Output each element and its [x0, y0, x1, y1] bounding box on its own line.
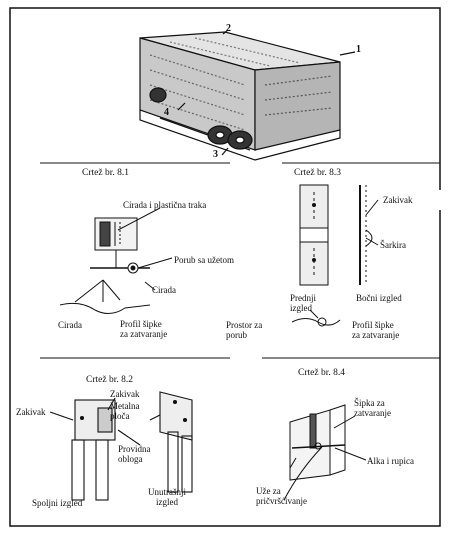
fig-8-3-label-zakivak: Zakivak — [383, 195, 413, 205]
fig-8-1-label-porub: Porub sa užetom — [174, 255, 234, 265]
fig-8-2-label-providna: Providna obloga — [118, 444, 151, 464]
fig-8-4-caption: Crtež br. 8.4 — [298, 368, 345, 378]
fig-8-3-label-sarkira: Šarkira — [380, 240, 406, 250]
fig-8-2-label-zakivak-top: Zakivak — [110, 389, 140, 399]
fig-8-3-label-prostor: Prostor za porub — [226, 320, 263, 340]
fig-8-2-label-spoljni: Spoljni izgled — [32, 498, 83, 508]
fig-8-4-label-alka: Alka i rupica — [367, 456, 414, 466]
fig-8-2-caption: Crtež br. 8.2 — [86, 375, 133, 385]
fig-8-3-caption: Crtež br. 8.3 — [294, 168, 341, 178]
callout-3: 3 — [213, 149, 218, 160]
fig-8-2-drawing — [49, 391, 193, 501]
trailer-illustration — [139, 29, 356, 161]
callout-2: 2 — [226, 23, 231, 34]
fig-8-3-drawing — [291, 184, 379, 327]
fig-8-4-drawing — [283, 404, 367, 501]
fig-8-1-drawing — [59, 207, 173, 314]
callout-4: 4 — [164, 107, 169, 118]
callout-1: 1 — [356, 44, 361, 55]
fig-8-3-label-profil: Profil šipke za zatvaranje — [352, 320, 400, 340]
fig-8-1-caption: Crtež br. 8.1 — [82, 168, 129, 178]
fig-8-4-label-uze: Uže za pričvršćivanje — [256, 486, 307, 506]
fig-8-3-label-prednji: Prednji izgled — [290, 293, 316, 313]
fig-8-2-label-unutrasnji: Unutrašnji izgled — [148, 487, 186, 507]
fig-8-3-label-bocni: Bočni izgled — [356, 293, 402, 303]
fig-8-1-label-cirada-traka: Cirada i plastična traka — [123, 200, 207, 210]
fig-8-2-label-zakivak-left: Zakivak — [16, 407, 46, 417]
fig-8-1-label-cirada-right: Cirada — [152, 285, 176, 295]
fig-8-1-label-profil: Profil šipke za zatvaranje — [120, 319, 168, 339]
outer-frame — [9, 7, 441, 527]
fig-8-1-label-cirada-left: Cirada — [58, 320, 82, 330]
fig-8-2-label-metalna: Metalna ploča — [110, 401, 140, 421]
fig-8-4-label-sipka: Šipka za zatvaranje — [354, 398, 391, 418]
